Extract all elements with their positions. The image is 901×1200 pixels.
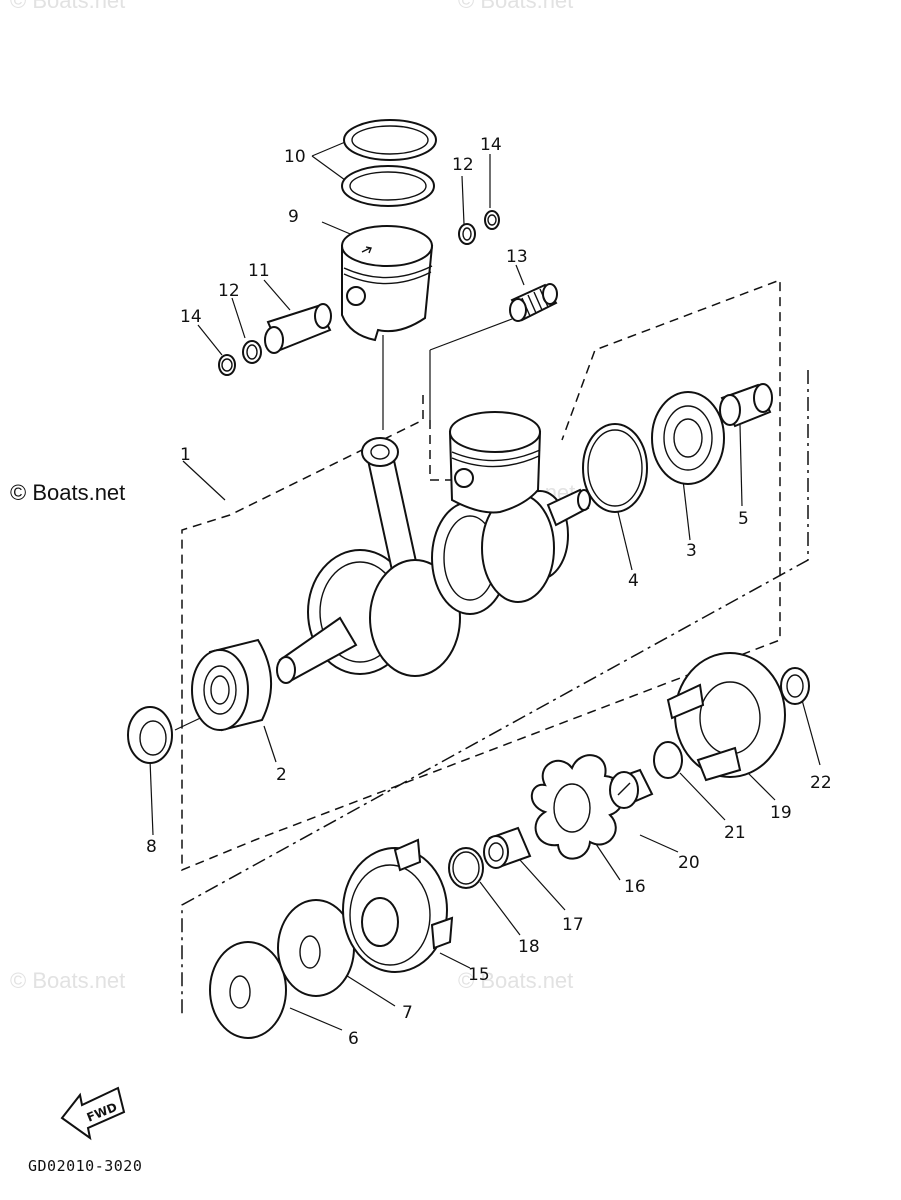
callout-2: 2 bbox=[276, 765, 287, 785]
main-bearing-right bbox=[651, 391, 725, 485]
callout-17: 17 bbox=[562, 915, 584, 935]
watermark-top-right: © Boats.net bbox=[458, 0, 574, 13]
forward-arrow-icon: FWD bbox=[60, 1086, 126, 1141]
collar bbox=[483, 826, 532, 869]
callout-21: 21 bbox=[724, 823, 746, 843]
callout-12-right: 12 bbox=[452, 155, 474, 175]
piston-ring-set bbox=[341, 119, 437, 207]
callout-20: 20 bbox=[678, 853, 700, 873]
callout-7: 7 bbox=[402, 1003, 413, 1023]
callout-numbers: 1 2 3 4 5 6 7 8 9 10 11 12 12 13 14 14 1… bbox=[146, 135, 832, 1049]
callout-12-left: 12 bbox=[218, 281, 240, 301]
callout-11: 11 bbox=[248, 261, 270, 281]
callout-4: 4 bbox=[628, 571, 639, 591]
diagram-code: GD02010-3020 bbox=[28, 1157, 143, 1175]
circlip bbox=[582, 423, 648, 513]
bushing bbox=[719, 383, 773, 428]
callout-14-right: 14 bbox=[480, 135, 502, 155]
watermark-bottom-left: © Boats.net bbox=[10, 968, 126, 993]
piston-upper bbox=[341, 225, 434, 342]
callout-18: 18 bbox=[518, 937, 540, 957]
piston-on-crankshaft bbox=[448, 411, 542, 514]
crankshaft-assembly bbox=[276, 437, 591, 684]
small-washer bbox=[780, 667, 810, 705]
watermark-bottom-right: © Boats.net bbox=[458, 968, 574, 993]
watermark-top-left: © Boats.net bbox=[10, 0, 126, 13]
callout-22: 22 bbox=[810, 773, 832, 793]
callout-15: 15 bbox=[468, 965, 490, 985]
coupling-housing bbox=[342, 838, 454, 973]
rubber-damper bbox=[530, 754, 625, 860]
callout-3: 3 bbox=[686, 541, 697, 561]
callout-5: 5 bbox=[738, 509, 749, 529]
callout-13: 13 bbox=[506, 247, 528, 267]
callout-16: 16 bbox=[624, 877, 646, 897]
callout-14-left: 14 bbox=[180, 307, 202, 327]
callout-8: 8 bbox=[146, 837, 157, 857]
small-end-needle-bearing bbox=[509, 283, 558, 322]
oil-seal bbox=[127, 706, 173, 764]
callout-10: 10 bbox=[284, 147, 306, 167]
group-boundaries bbox=[181, 278, 809, 1015]
o-ring-small bbox=[448, 847, 484, 889]
callout-6: 6 bbox=[348, 1029, 359, 1049]
callout-1: 1 bbox=[180, 445, 191, 465]
end-cap bbox=[609, 768, 654, 809]
piston-pin-and-clips bbox=[218, 303, 332, 376]
o-ring-medium bbox=[653, 741, 683, 779]
copyright-text: © Boats.net bbox=[10, 480, 126, 505]
main-bearing-left bbox=[191, 638, 272, 732]
pin-clips-right bbox=[458, 210, 500, 245]
callout-19: 19 bbox=[770, 803, 792, 823]
callout-9: 9 bbox=[288, 207, 299, 227]
flange-washer bbox=[209, 941, 287, 1039]
coupling-cup bbox=[666, 652, 786, 782]
